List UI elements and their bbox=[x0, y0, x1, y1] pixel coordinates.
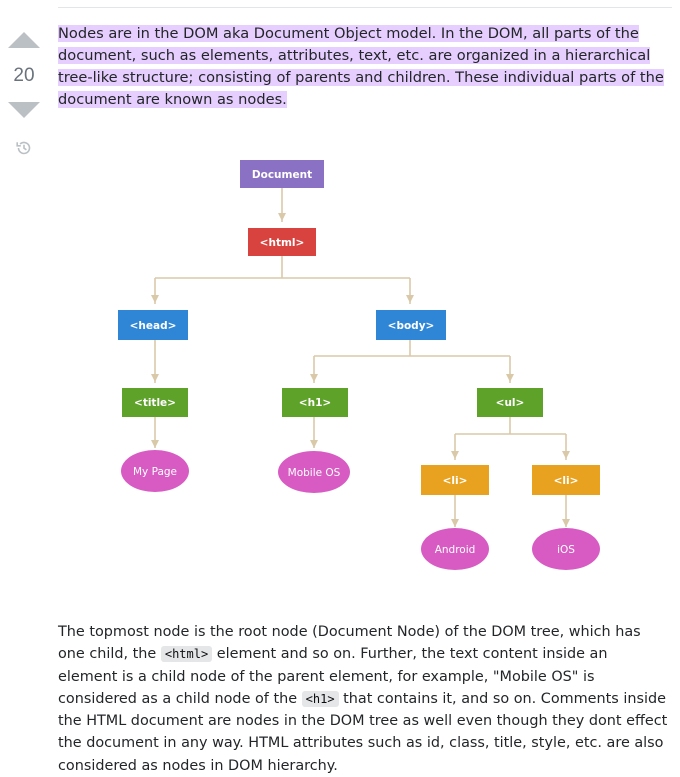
node-body: <body> bbox=[376, 310, 446, 340]
inline-code-html: <html> bbox=[160, 646, 213, 663]
node-html: <html> bbox=[248, 228, 316, 256]
leaf-android-label: Android bbox=[435, 544, 476, 556]
node-li-second: <li> bbox=[532, 465, 600, 495]
vote-count: 20 bbox=[13, 65, 35, 86]
answer-intro: Nodes are in the DOM aka Document Object… bbox=[58, 23, 670, 111]
history-icon[interactable] bbox=[14, 138, 34, 158]
node-document-label: Document bbox=[252, 169, 312, 181]
node-title: <title> bbox=[122, 388, 188, 417]
node-h1-label: <h1> bbox=[299, 397, 331, 409]
upvote-button[interactable] bbox=[8, 32, 40, 48]
node-ul: <ul> bbox=[477, 388, 543, 417]
connector-arrowheads bbox=[151, 213, 570, 527]
node-h1: <h1> bbox=[282, 388, 348, 417]
leaf-mobile-os: Mobile OS bbox=[278, 451, 350, 493]
body-text-3: that contains it, and so on. Comments in… bbox=[58, 690, 668, 774]
leaf-ios-label: iOS bbox=[557, 544, 575, 556]
node-document: Document bbox=[240, 160, 324, 188]
highlighted-text: Nodes are in the DOM aka Document Object… bbox=[58, 25, 664, 108]
connectors bbox=[154, 188, 567, 527]
node-body-label: <body> bbox=[388, 320, 435, 332]
leaf-my-page-label: My Page bbox=[133, 466, 177, 478]
node-title-label: <title> bbox=[134, 397, 176, 409]
node-head-label: <head> bbox=[130, 320, 177, 332]
node-li-first-label: <li> bbox=[443, 475, 468, 487]
node-li-first: <li> bbox=[421, 465, 489, 495]
body-text-2: element and so on. Further, the text con… bbox=[58, 646, 608, 707]
post-top-divider bbox=[58, 7, 672, 8]
answer-body: The topmost node is the root node (Docum… bbox=[58, 621, 668, 777]
node-html-label: <html> bbox=[260, 237, 305, 249]
leaf-ios: iOS bbox=[532, 528, 600, 570]
node-head: <head> bbox=[118, 310, 188, 340]
node-ul-label: <ul> bbox=[496, 397, 525, 409]
downvote-button[interactable] bbox=[8, 102, 40, 118]
node-li-second-label: <li> bbox=[554, 475, 579, 487]
leaf-my-page: My Page bbox=[121, 450, 189, 492]
leaf-mobile-os-label: Mobile OS bbox=[288, 467, 341, 479]
leaf-android: Android bbox=[421, 528, 489, 570]
body-text-1: The topmost node is the root node (Docum… bbox=[58, 624, 641, 663]
dom-tree-diagram: Document <html> <head> <body> <title> <h… bbox=[118, 160, 600, 570]
inline-code-h1: <h1> bbox=[301, 690, 339, 707]
